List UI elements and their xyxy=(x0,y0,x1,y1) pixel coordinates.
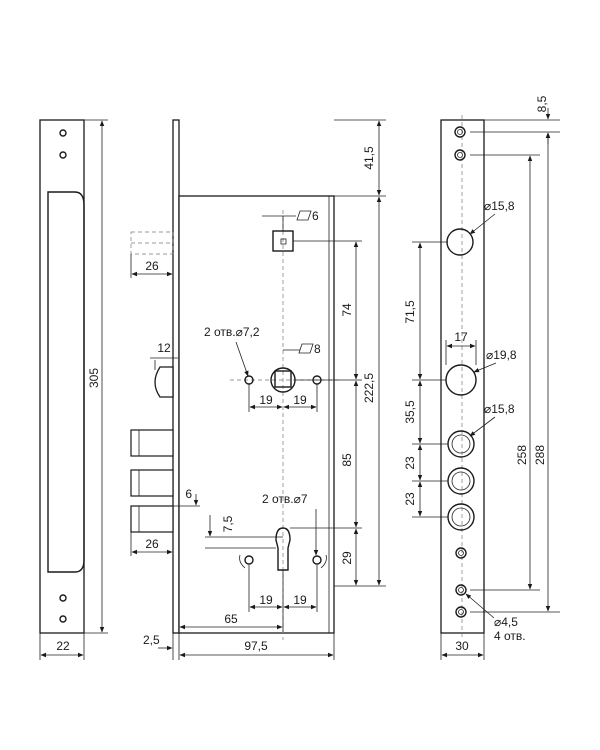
dim-bolt-bottom: 26 xyxy=(145,537,159,551)
dim-latch-width: 12 xyxy=(157,341,171,355)
dim-dia-upper: ⌀15,8 xyxy=(484,199,515,213)
faceplate-screw-hole xyxy=(59,594,67,602)
faceplate-view: 305 22 xyxy=(39,119,108,660)
dim-288: 288 xyxy=(533,445,547,465)
cylinder-cutout xyxy=(275,527,291,571)
screw-hole-bottom-3 xyxy=(455,606,467,618)
dim-pitch-1: 23 xyxy=(403,456,417,470)
dim-faceplate-length: 305 xyxy=(87,368,101,388)
dim-dia-bolt: ⌀15,8 xyxy=(484,402,515,416)
dim-strike-width: 30 xyxy=(455,639,469,653)
dim-height-total: 222,5 xyxy=(362,373,376,403)
faceplate-outline xyxy=(39,119,85,634)
dim-spindle-square: 6 xyxy=(312,209,319,223)
handle-spindle-square xyxy=(274,370,292,388)
screw-hole-bottom-2 xyxy=(455,584,467,596)
bolt xyxy=(130,469,174,497)
dim-handle-to-cylinder: 85 xyxy=(340,453,354,467)
dim-lower-right-19: 19 xyxy=(293,593,307,607)
fixing-hole-lower-right xyxy=(312,555,322,565)
dim-center-width: 17 xyxy=(454,330,468,344)
front-plate xyxy=(172,119,180,634)
lock-body-view: 6 8 2 отв.⌀7,2 19 19 2 отв.⌀7 19 19 65 xyxy=(130,119,386,660)
dim-handle-square: 8 xyxy=(314,342,321,356)
dim-upper-left-19: 19 xyxy=(259,393,273,407)
lock-case xyxy=(178,195,335,634)
label-holes-lower: 2 отв.⌀7 xyxy=(262,492,308,506)
latch xyxy=(154,366,174,398)
fixing-hole-lower-left xyxy=(244,555,254,565)
screw-hole-top-2 xyxy=(454,149,466,161)
faceplate-screw-hole xyxy=(59,615,67,623)
dim-bolt-gap: 6 xyxy=(185,487,192,501)
faceplate-screw-hole xyxy=(59,129,67,137)
dim-body-depth: 97,5 xyxy=(244,639,268,653)
screw-hole-top-1 xyxy=(454,126,466,138)
dim-35: 35,5 xyxy=(403,400,417,424)
screw-hole-bottom-1 xyxy=(455,547,467,559)
dim-cylinder-bottom: 29 xyxy=(340,551,354,565)
dim-upper-right-19: 19 xyxy=(293,393,307,407)
faceplate-screw-hole xyxy=(59,151,67,159)
dim-dia-center: ⌀19,8 xyxy=(486,348,517,362)
top-bolt-retracted xyxy=(130,231,174,255)
dim-dia-screw: ⌀4,5 xyxy=(494,615,518,629)
dim-lower-left-19: 19 xyxy=(259,593,273,607)
dim-faceplate-width: 22 xyxy=(56,639,70,653)
dim-bolt-top: 26 xyxy=(145,259,159,273)
bolt xyxy=(130,505,174,533)
faceplate-recess xyxy=(47,191,85,573)
dim-258: 258 xyxy=(515,445,529,465)
dim-71: 71,5 xyxy=(403,300,417,324)
dim-spindle-to-handle: 74 xyxy=(340,303,354,317)
dim-height-top: 41,5 xyxy=(362,146,376,170)
bolt xyxy=(130,429,174,457)
dim-plate-thickness: 2,5 xyxy=(143,633,160,647)
dim-backset: 65 xyxy=(224,612,238,626)
strike-plate-view: 8,5 ⌀15,8 71,5 17 ⌀19,8 35,5 ⌀15,8 23 23 xyxy=(403,95,560,660)
dim-cylinder-offset: 7,5 xyxy=(221,515,235,532)
strike-plate-outline xyxy=(440,119,485,634)
dim-pitch-2: 23 xyxy=(403,492,417,506)
dim-screw-count: 4 отв. xyxy=(494,629,526,643)
label-holes-upper: 2 отв.⌀7,2 xyxy=(204,325,260,339)
dim-top-offset: 8,5 xyxy=(535,95,549,112)
